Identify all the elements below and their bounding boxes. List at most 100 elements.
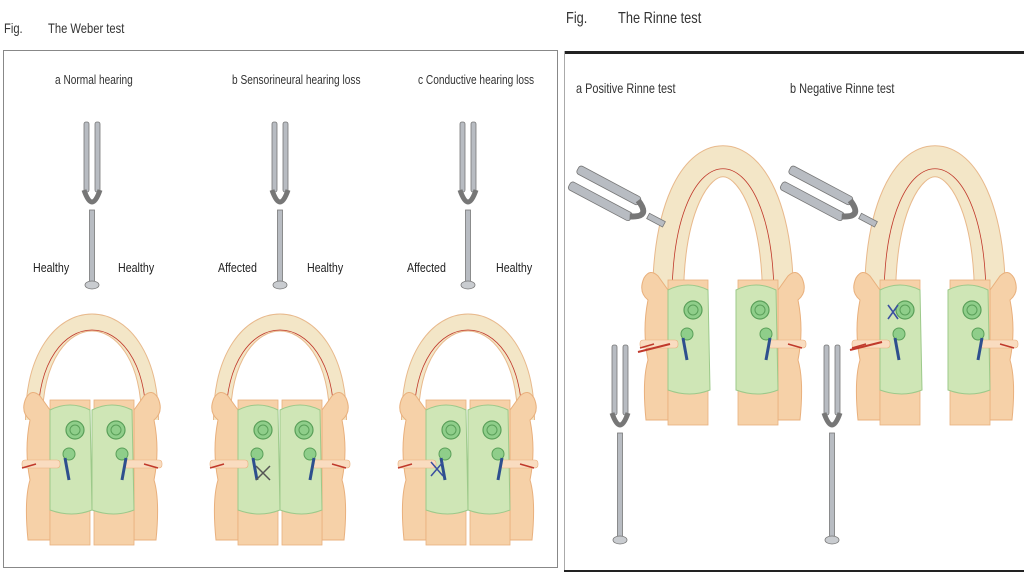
rinne-a-left-ear [639,272,711,426]
rinne-b-right-ear [947,272,1019,426]
rinne-b-arch-bone [865,146,1005,301]
weber-b-left-label: Affected [218,260,257,275]
rinne-a-air-fork-base [612,535,628,545]
weber-a-left-ear-cochlea [65,420,85,440]
weber-caption-c: c Conductive hearing loss [418,72,535,87]
weber-fork-a [81,121,103,290]
rinne-a-arch-vibration-line [671,168,775,301]
rinne-a-air-fork [609,344,631,545]
weber-fork-a-prong-left [83,121,90,193]
weber-c-left-ear-ossicle [439,457,447,481]
weber-c-right-ear-cochlea [482,420,502,440]
weber-b-left-ear-vestibule [250,447,264,461]
rinne-b-left-ear [851,272,923,426]
weber-b-left-ear-sound-arrow [209,463,225,469]
rinne-a-mastoid-fork-stem [646,212,666,228]
rinne-a-left-ear-sound-arrow [639,343,655,349]
rinne-a-mastoid-fork-prong-bottom [567,181,633,222]
weber-a-left-ear-ossicle [63,457,71,481]
rinne-title: The Rinne test [618,10,702,27]
weber-a-right-label: Healthy [118,260,155,275]
weber-caption-b: b Sensorineural hearing loss [232,72,361,87]
weber-a-right-ear-cochlea [106,420,126,440]
weber-b-right-ear [279,392,351,546]
weber-a-right-ear [91,392,163,546]
weber-fork-a-yoke [81,189,103,205]
rinne-b-air-fork-prong-left [823,344,830,416]
weber-fork-b-prong-right [282,121,289,193]
rinne-a-air-fork-prong-left [611,344,618,416]
weber-c-left-ear-vestibule [438,447,452,461]
weber-b-right-ear-cochlea [294,420,314,440]
rinne-a-mastoid-fork-yoke [629,198,647,220]
weber-b-right-ear-ossicle [308,457,316,481]
rinne-b-right-ear-cochlea [962,300,982,320]
rinne-b-air-arrow [849,341,883,351]
rinne-a-left-ear-vestibule [680,327,694,341]
rinne-b-right-ear-ossicle [976,337,984,361]
rinne-a-mastoid-fork [567,165,666,228]
weber-arch-c [401,313,535,421]
weber-fork-b-base [272,280,288,290]
weber-c-left-ear-cross-mark [430,461,444,477]
rinne-top-rule [564,51,1024,54]
weber-fork-a-prong-right [94,121,101,193]
weber-arch-b [213,313,347,421]
weber-a-right-ear-ossicle [120,457,128,481]
rinne-a-air-fork-stem [617,432,623,541]
rinne-b-air-fork-yoke [821,412,843,428]
rinne-caption-b: b Negative Rinne test [790,80,895,96]
weber-fork-c-prong-left [459,121,466,193]
weber-fork-a-stem [89,209,95,286]
rinne-a-left-ear-cochlea-inner [687,304,699,316]
rinne-b-arch [864,145,1006,301]
rinne-a-right-ear-cochlea-inner [754,304,766,316]
weber-a-left-ear-sound-arrow [21,463,37,469]
weber-b-left-ear [209,392,281,546]
rinne-a-air-arrow [637,343,671,353]
weber-c-right-ear [467,392,539,546]
weber-fork-b-stem [277,209,283,286]
rinne-b-left-ear-sound-arrow [851,343,867,349]
weber-a-left-ear-vestibule [62,447,76,461]
weber-c-right-ear-vestibule [491,447,505,461]
rinne-a-right-ear-vestibule [759,327,773,341]
rinne-bottom-rule [564,570,1024,572]
weber-fork-c-base [460,280,476,290]
weber-c-left-ear [397,392,469,546]
weber-b-right-ear-vestibule [303,447,317,461]
weber-fork-c-stem [465,209,471,286]
weber-fork-a-base [84,280,100,290]
weber-a-right-ear-vestibule [115,447,129,461]
rinne-b-left-ear-cochlea [895,300,915,320]
rinne-a-arch-bone [653,146,793,301]
rinne-a-right-ear-ossicle [764,337,772,361]
weber-arch-b-vibration-line [225,329,335,421]
weber-fig-label: Fig. [4,20,23,36]
weber-b-left-ear-cochlea-inner [257,424,269,436]
rinne-b-left-ear-vestibule [892,327,906,341]
rinne-b-mastoid-fork-yoke [841,198,859,220]
weber-a-left-label: Healthy [33,260,70,275]
weber-fork-c-prong-right [470,121,477,193]
weber-a-right-ear-cochlea-inner [110,424,122,436]
weber-fork-c [457,121,479,290]
rinne-a-right-ear-sound-arrow [787,343,803,349]
weber-arch-a-vibration-line [37,329,147,421]
rinne-b-air-fork [821,344,843,545]
weber-b-left-ear-cross-mark [255,465,271,481]
rinne-b-right-ear-cochlea-inner [966,304,978,316]
rinne-b-air-fork-prong-right [834,344,841,416]
rinne-b-cross-mark [887,304,899,320]
weber-fork-b-yoke [269,189,291,205]
rinne-fig-label: Fig. [566,10,588,27]
weber-arch-a-bone [26,314,158,421]
weber-c-left-label: Affected [407,260,446,275]
rinne-a-arch [652,145,794,301]
weber-c-right-ear-ossicle [496,457,504,481]
rinne-b-mastoid-fork [779,165,878,228]
rinne-a-right-ear [735,272,807,426]
weber-b-right-label: Healthy [307,260,344,275]
weber-c-right-ear-sound-arrow [519,463,535,469]
